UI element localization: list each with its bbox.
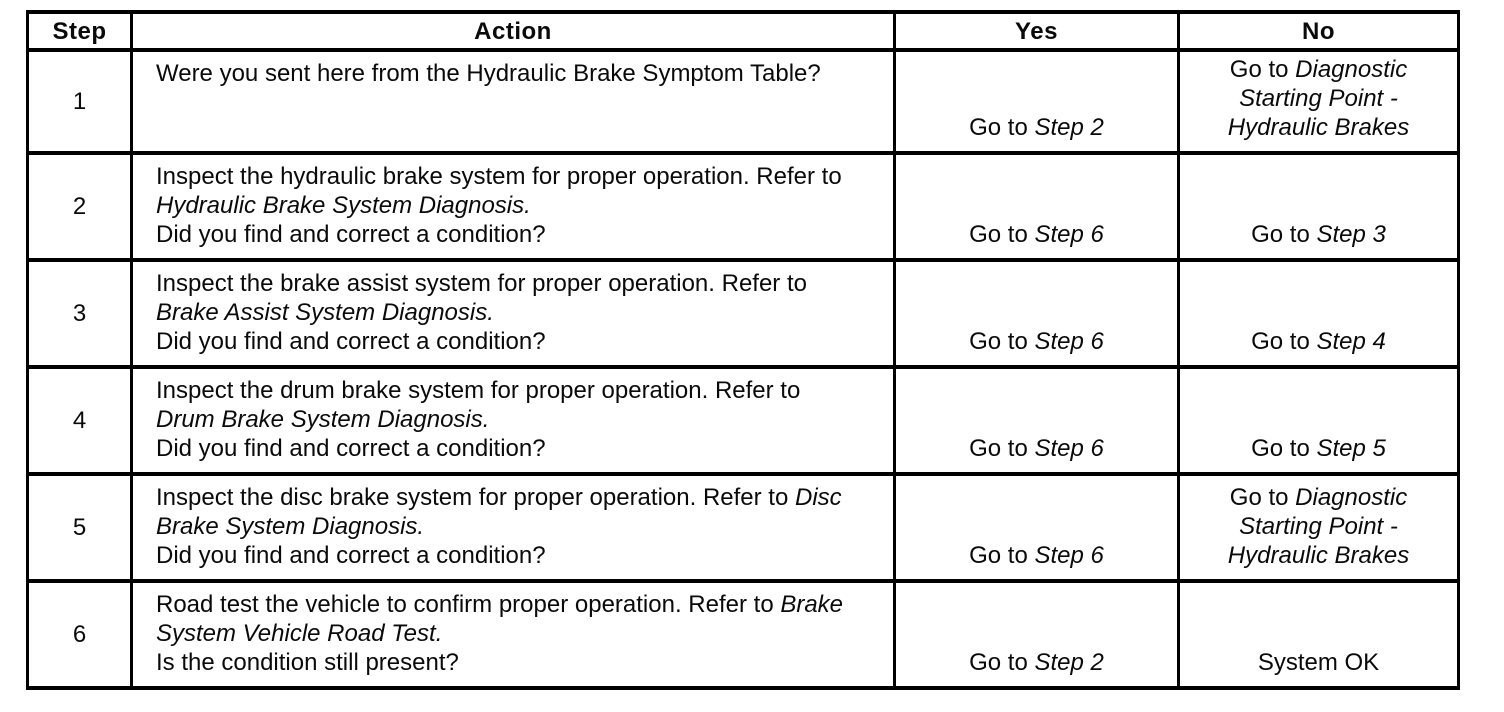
step-cell: 3: [26, 258, 133, 369]
step-cell: 2: [26, 151, 133, 262]
table-row: 6 Road test the vehicle to confirm prope…: [26, 579, 1460, 690]
action-text: Were you sent here from the Hydraulic Br…: [156, 60, 821, 87]
no-value: Go to Diagnostic Starting Point - Hydrau…: [1227, 484, 1410, 569]
action-reference: Drum Brake System Diagnosis.: [156, 406, 490, 433]
action-question: Did you find and correct a condition?: [156, 328, 546, 355]
yes-value: Go to Step 6: [969, 328, 1104, 355]
yes-value: Go to Step 6: [969, 435, 1104, 462]
action-question: Did you find and correct a condition?: [156, 542, 546, 569]
action-question: Is the condition still present?: [156, 649, 459, 676]
table-row: 3 Inspect the brake assist system for pr…: [26, 258, 1460, 369]
table-row: 2 Inspect the hydraulic brake system for…: [26, 151, 1460, 262]
yes-cell: Go to Step 6: [893, 151, 1180, 262]
col-header-action: Action: [130, 10, 896, 52]
action-cell: Were you sent here from the Hydraulic Br…: [130, 48, 896, 155]
action-text: Inspect the disc brake system for proper…: [156, 484, 842, 540]
action-content: Inspect the hydraulic brake system for p…: [156, 157, 856, 256]
yes-cell: Go to Step 6: [893, 472, 1180, 583]
table-row: 4 Inspect the drum brake system for prop…: [26, 365, 1460, 476]
no-cell: Go to Diagnostic Starting Point - Hydrau…: [1177, 472, 1460, 583]
no-value: System OK: [1257, 649, 1380, 676]
action-question: Did you find and correct a condition?: [156, 221, 546, 248]
col-header-yes: Yes: [893, 10, 1180, 52]
action-content: Road test the vehicle to confirm proper …: [156, 585, 856, 684]
yes-cell: Go to Step 6: [893, 258, 1180, 369]
action-reference: Brake Assist System Diagnosis.: [156, 299, 494, 326]
col-header-step: Step: [26, 10, 133, 52]
yes-value: Go to Step 2: [969, 649, 1104, 676]
action-question: Did you find and correct a condition?: [156, 435, 546, 462]
yes-cell: Go to Step 2: [893, 48, 1180, 155]
action-text: Inspect the drum brake system for proper…: [156, 377, 801, 433]
no-value: Go to Step 4: [1251, 328, 1386, 355]
no-cell: System OK: [1177, 579, 1460, 690]
no-cell: Go to Step 5: [1177, 365, 1460, 476]
yes-value: Go to Step 6: [969, 221, 1104, 248]
table-row: 1 Were you sent here from the Hydraulic …: [26, 48, 1460, 155]
no-value: Go to Step 5: [1251, 435, 1386, 462]
yes-value: Go to Step 2: [969, 114, 1104, 141]
no-cell: Go to Diagnostic Starting Point - Hydrau…: [1177, 48, 1460, 155]
yes-cell: Go to Step 6: [893, 365, 1180, 476]
no-value: Go to Diagnostic Starting Point - Hydrau…: [1227, 56, 1410, 141]
action-content: Were you sent here from the Hydraulic Br…: [156, 54, 856, 149]
no-cell: Go to Step 4: [1177, 258, 1460, 369]
col-header-no: No: [1177, 10, 1460, 52]
header-row: Step Action Yes No: [26, 10, 1460, 52]
table-row: 5 Inspect the disc brake system for prop…: [26, 472, 1460, 583]
yes-value: Go to Step 6: [969, 542, 1104, 569]
yes-cell: Go to Step 2: [893, 579, 1180, 690]
action-content: Inspect the brake assist system for prop…: [156, 264, 856, 363]
step-cell: 6: [26, 579, 133, 690]
action-cell: Road test the vehicle to confirm proper …: [130, 579, 896, 690]
step-cell: 5: [26, 472, 133, 583]
step-cell: 4: [26, 365, 133, 476]
action-text: Inspect the brake assist system for prop…: [156, 270, 807, 326]
action-reference: Hydraulic Brake System Diagnosis.: [156, 192, 531, 219]
action-reference: Disc Brake System Diagnosis.: [156, 484, 842, 540]
step-cell: 1: [26, 48, 133, 155]
action-cell: Inspect the drum brake system for proper…: [130, 365, 896, 476]
action-cell: Inspect the hydraulic brake system for p…: [130, 151, 896, 262]
action-cell: Inspect the disc brake system for proper…: [130, 472, 896, 583]
action-reference: Brake System Vehicle Road Test.: [156, 591, 844, 647]
no-value: Go to Step 3: [1251, 221, 1386, 248]
no-cell: Go to Step 3: [1177, 151, 1460, 262]
diagnostic-table: Step Action Yes No 1 Were you sent here …: [26, 10, 1460, 690]
action-text: Road test the vehicle to confirm proper …: [156, 591, 844, 647]
action-text: Inspect the hydraulic brake system for p…: [156, 163, 842, 219]
action-cell: Inspect the brake assist system for prop…: [130, 258, 896, 369]
action-content: Inspect the drum brake system for proper…: [156, 371, 856, 470]
action-content: Inspect the disc brake system for proper…: [156, 478, 856, 577]
